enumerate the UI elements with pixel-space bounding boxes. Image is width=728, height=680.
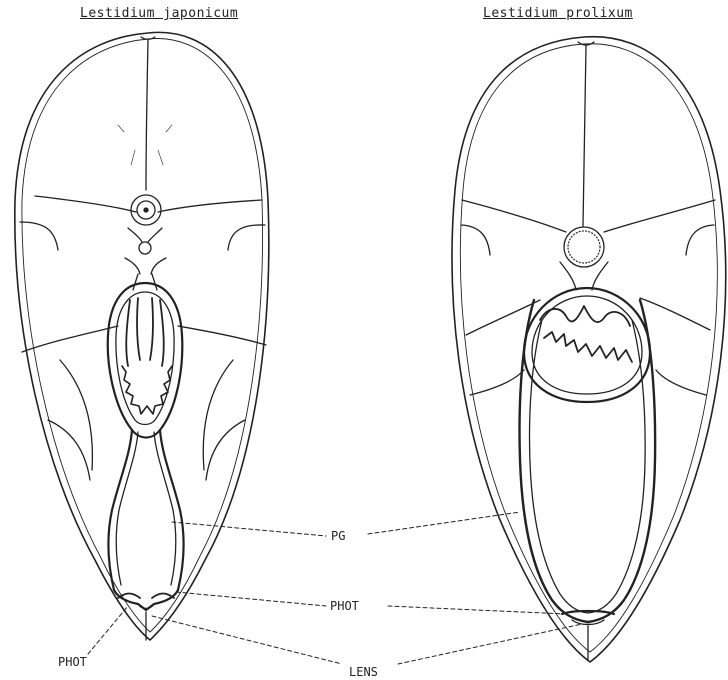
right-myoseptum-line	[640, 298, 710, 330]
left-gut-sac-inner	[116, 292, 174, 425]
left-flank-curve	[203, 360, 233, 470]
label-lens: LENS	[349, 665, 378, 679]
left-photophore	[118, 594, 174, 599]
right-myoseptum-line	[604, 200, 715, 232]
left-flank-curve	[60, 360, 92, 470]
left-faint-stroke	[131, 150, 135, 165]
label-pg: PG	[331, 529, 345, 543]
left-pg-pouch	[114, 590, 178, 610]
right-stomach-folds	[540, 306, 632, 362]
pg-leader-right	[368, 512, 520, 534]
left-myoseptum-line	[22, 326, 118, 352]
left-myoseptum-line	[178, 326, 266, 345]
left-myoseptum-line	[228, 225, 265, 250]
left-gut-folds	[126, 298, 163, 366]
label-phot: PHOT	[330, 599, 359, 613]
right-pg-pouch-inner	[530, 320, 646, 613]
left-gut-folds	[122, 366, 172, 414]
right-dorsal-septum	[583, 46, 586, 226]
left-faint-stroke	[118, 125, 124, 132]
right-myoseptum-line	[461, 225, 490, 255]
right-myoseptum-line	[470, 370, 524, 395]
pg-leader-left	[172, 522, 326, 536]
left-gut-sac-outer	[108, 283, 183, 438]
right-cross-section	[452, 37, 726, 662]
right-myoseptum-line	[686, 225, 714, 255]
right-notochord	[564, 227, 604, 267]
right-myoseptum-line	[656, 370, 706, 395]
right-haemal-arch	[560, 262, 608, 290]
left-flank-curve	[48, 420, 90, 480]
lens-leader-right	[398, 624, 582, 664]
left-spinal-cord-center	[144, 208, 148, 212]
left-dorsal-notch	[141, 37, 155, 39]
left-notochord	[139, 242, 151, 254]
phot-bottom-leader	[88, 606, 128, 654]
label-phot-left: PHOT	[58, 655, 87, 669]
lens-leader-left	[152, 616, 342, 664]
left-myoseptum-line	[20, 222, 58, 250]
phot-leader-right	[388, 606, 566, 614]
left-faint-stroke	[158, 150, 163, 165]
left-haemal-arch	[125, 258, 166, 274]
left-haemal-arch	[128, 228, 162, 242]
phot-leader-left	[176, 592, 326, 606]
left-myoseptum-line	[35, 196, 136, 212]
right-myoseptum-line	[462, 200, 566, 232]
left-dorsal-septum	[146, 40, 148, 190]
right-notochord-inner	[568, 231, 600, 263]
left-cross-section	[15, 32, 269, 640]
left-isthmus-inner	[116, 432, 176, 585]
left-myoseptum-line	[158, 200, 262, 212]
left-faint-stroke	[166, 125, 172, 132]
